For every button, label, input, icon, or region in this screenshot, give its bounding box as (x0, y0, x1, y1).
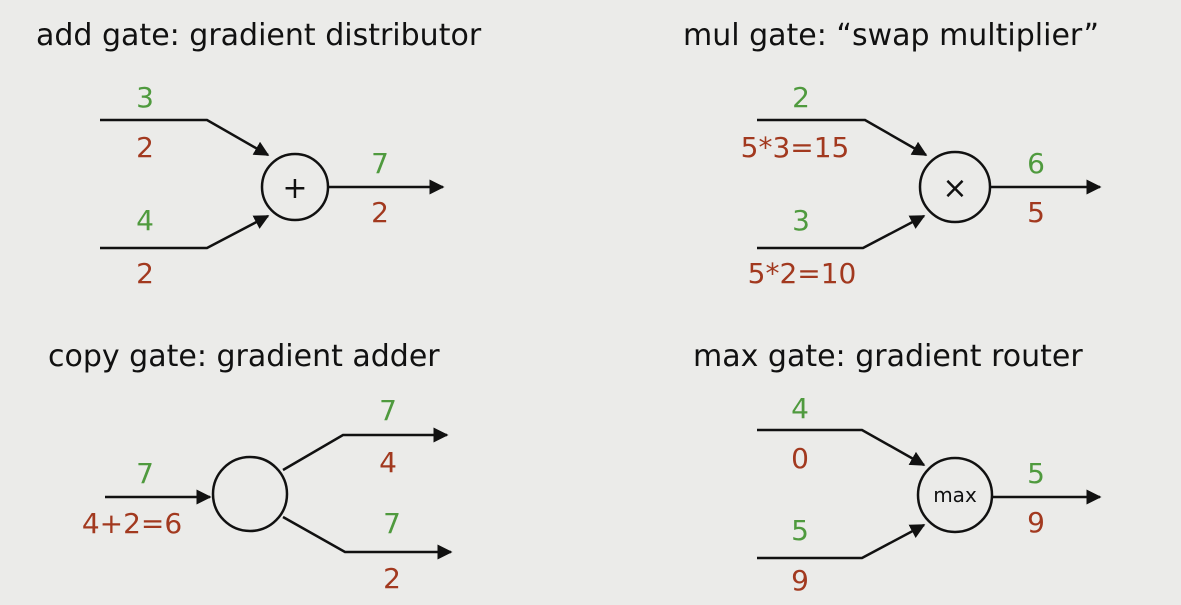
max-input1-wire (757, 428, 926, 467)
add-in1-value: 3 (136, 81, 154, 114)
max-node (916, 456, 994, 534)
max-in1-value: 4 (791, 392, 809, 425)
copy-in-value: 7 (136, 457, 154, 490)
copy-out2-grad: 2 (383, 562, 401, 595)
mul-in1-grad: 5*3=15 (741, 131, 850, 164)
mul-out-grad: 5 (1027, 196, 1045, 229)
add-input1-wire (100, 118, 270, 157)
plus-icon: + (282, 171, 307, 206)
copy-node (211, 455, 289, 533)
add-in2-grad: 2 (136, 257, 154, 290)
mul-input1-wire (757, 118, 928, 157)
max-gate-panel: max gate: gradient router max 4 0 5 9 5 … (693, 339, 1102, 597)
times-icon: × (942, 171, 967, 206)
copy-output2-wire (282, 515, 453, 560)
add-out-value: 7 (371, 147, 389, 180)
max-in2-grad: 9 (791, 564, 809, 597)
copy-gate-panel: copy gate: gradient adder 7 4+2=6 7 4 7 … (48, 339, 453, 595)
max-input2-wire (757, 523, 926, 560)
mul-out-value: 6 (1027, 147, 1045, 180)
mul-in2-value: 3 (792, 204, 810, 237)
add-gate-panel: add gate: gradient distributor + 3 2 4 2… (36, 18, 482, 290)
add-out-grad: 2 (371, 196, 389, 229)
mul-in1-value: 2 (792, 81, 810, 114)
max-out-value: 5 (1027, 457, 1045, 490)
max-in2-value: 5 (791, 514, 809, 547)
max-gate-title: max gate: gradient router (693, 339, 1083, 374)
mul-in2-grad: 5*2=10 (748, 257, 857, 290)
mul-gate-title: mul gate: “swap multiplier” (683, 18, 1099, 53)
copy-output1-wire (282, 427, 449, 472)
max-label: max (933, 483, 977, 507)
copy-out2-value: 7 (383, 507, 401, 540)
copy-in-grad: 4+2=6 (82, 507, 182, 540)
max-in1-grad: 0 (791, 442, 809, 475)
mul-input2-wire (757, 214, 926, 250)
max-out-grad: 9 (1027, 506, 1045, 539)
mul-gate-panel: mul gate: “swap multiplier” × 2 5*3=15 3… (683, 18, 1102, 290)
copy-gate-title: copy gate: gradient adder (48, 339, 440, 374)
add-in1-grad: 2 (136, 131, 154, 164)
copy-out1-grad: 4 (379, 446, 397, 479)
add-in2-value: 4 (136, 204, 154, 237)
copy-out1-value: 7 (379, 394, 397, 427)
add-gate-title: add gate: gradient distributor (36, 18, 482, 53)
add-input2-wire (100, 214, 270, 250)
